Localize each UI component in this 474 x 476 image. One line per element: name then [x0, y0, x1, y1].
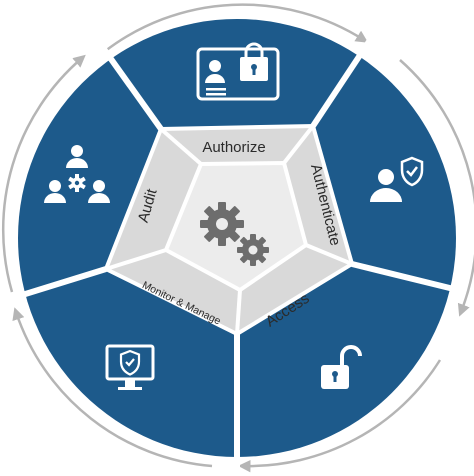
arrow-bottom	[238, 359, 442, 473]
monitor-shield-icon	[105, 344, 155, 390]
id-card-lock-icon	[196, 42, 280, 101]
band-separators	[105, 124, 353, 335]
arrow-left	[12, 307, 213, 468]
segment-dividers	[5, 32, 467, 470]
unlocked-padlock-icon	[321, 345, 362, 389]
cycle-arrows	[1, 3, 474, 473]
arrow-right	[399, 59, 474, 317]
label-authorize: Authorize	[202, 139, 265, 156]
team-gear-icon	[44, 145, 110, 203]
user-shield-icon	[370, 156, 424, 202]
gears-icon	[200, 202, 269, 266]
arrow-upper-left	[1, 54, 86, 293]
arrow-top	[103, 3, 369, 53]
